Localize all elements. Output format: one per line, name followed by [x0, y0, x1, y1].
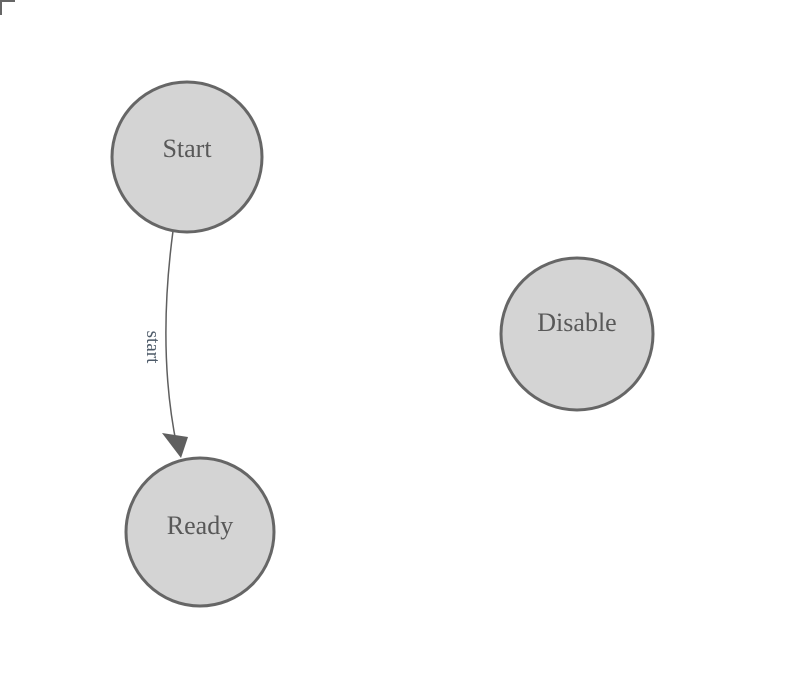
state-label-disable: Disable: [537, 308, 616, 337]
transition-path[interactable]: [165, 230, 178, 448]
state-circle-ready[interactable]: [124, 456, 276, 608]
state-node-start[interactable]: Start: [110, 80, 264, 234]
state-node-disable[interactable]: Disable: [499, 256, 655, 412]
state-circle-disable[interactable]: [499, 256, 655, 412]
state-circle-start[interactable]: [110, 80, 264, 234]
state-label-ready: Ready: [167, 511, 233, 540]
transition-label: start: [142, 331, 163, 364]
state-label-start: Start: [162, 134, 212, 163]
state-node-ready[interactable]: Ready: [124, 456, 276, 608]
arrowhead-icon: [162, 433, 188, 458]
transition-start-to-ready[interactable]: start: [142, 230, 188, 458]
canvas-origin-corner: [0, 0, 15, 15]
